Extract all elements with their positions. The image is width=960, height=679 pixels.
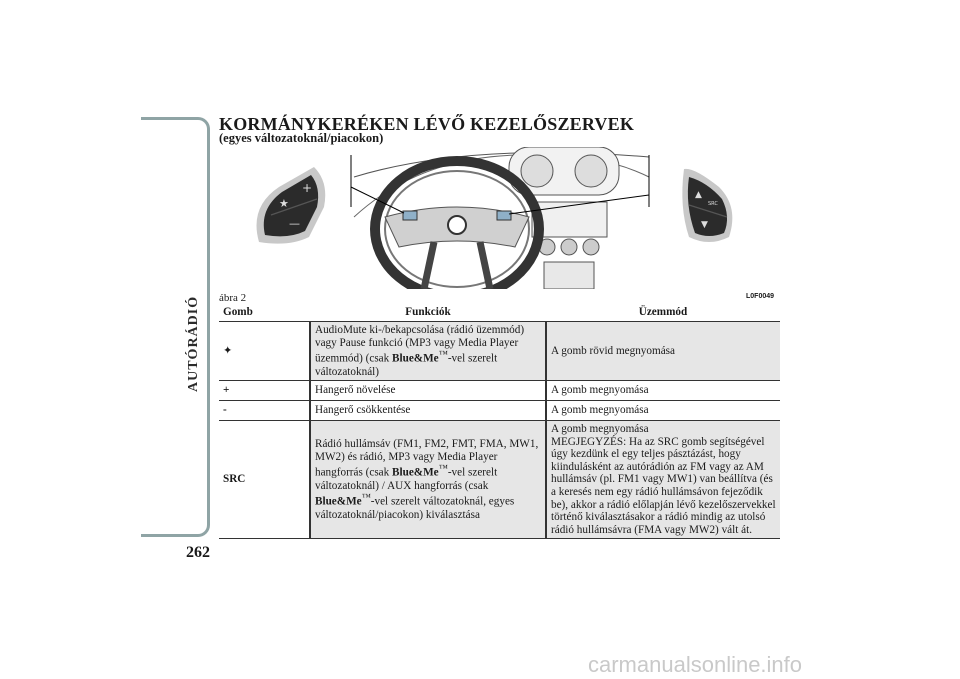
- figure-label: ábra 2: [219, 292, 247, 304]
- inset-down-label: ▼: [701, 220, 708, 230]
- table-row: + Hangerő növelése A gomb megnyomása: [219, 380, 780, 402]
- table-row: ✦ AudioMute ki-/bekapcsolása (rádió üzem…: [219, 321, 780, 382]
- inset-minus-label: —: [289, 217, 300, 230]
- chapter-tab-frame: [141, 117, 210, 537]
- inset-up-label: ▲: [695, 190, 702, 200]
- mode-cell: A gomb megnyomása: [546, 400, 780, 422]
- controls-table: Gomb Funkciók Üzemmód ✦ AudioMute ki-/be…: [219, 304, 780, 540]
- col-header-function: Funkciók: [310, 304, 546, 322]
- inset-mute-label: ★: [279, 197, 289, 210]
- watermark: carmanualsonline.info: [588, 652, 803, 677]
- button-cell: -: [219, 400, 311, 422]
- table-header-row: Gomb Funkciók Üzemmód: [219, 304, 780, 322]
- dashboard-drawing: [353, 147, 650, 289]
- button-cell: ✦: [219, 321, 311, 382]
- col-header-mode: Üzemmód: [546, 304, 780, 322]
- button-cell: +: [219, 380, 311, 402]
- function-cell: Hangerő növelése: [310, 380, 547, 402]
- page-number: 262: [186, 544, 210, 561]
- right-control-inset: ▲ SRC ▼: [682, 168, 733, 242]
- left-control-inset: ★ + —: [229, 147, 326, 244]
- table-row: SRC Rádió hullámsáv (FM1, FM2, FMT, FMA,…: [219, 420, 780, 540]
- mode-cell: A gomb rövid megnyomása: [546, 321, 780, 382]
- button-cell: SRC: [219, 420, 311, 540]
- mute-star-icon: ✦: [223, 343, 233, 357]
- mode-cell: A gomb megnyomása: [546, 380, 780, 402]
- page-title: KORMÁNYKERÉKEN LÉVŐ KEZELŐSZERVEK: [219, 114, 635, 134]
- function-cell: AudioMute ki-/bekapcsolása (rádió üzemmó…: [310, 321, 547, 382]
- function-cell: Hangerő csökkentése: [310, 400, 547, 422]
- figure-code: L0F0049: [746, 293, 775, 300]
- inset-src-label: SRC: [708, 201, 718, 207]
- chapter-label: AUTÓRÁDIÓ: [186, 295, 201, 392]
- col-header-button: Gomb: [219, 304, 310, 322]
- callout-lines: [350, 155, 650, 215]
- steering-wheel-illustration: ★ + — ▲ SRC ▼: [219, 147, 780, 289]
- page-subtitle: (egyes változatoknál/piacokon): [219, 131, 384, 145]
- steering-wheel: [370, 156, 544, 289]
- table-row: - Hangerő csökkentése A gomb megnyomása: [219, 400, 780, 422]
- inset-plus-label: +: [302, 181, 312, 195]
- function-cell: Rádió hullámsáv (FM1, FM2, FMT, FMA, MW1…: [310, 420, 547, 540]
